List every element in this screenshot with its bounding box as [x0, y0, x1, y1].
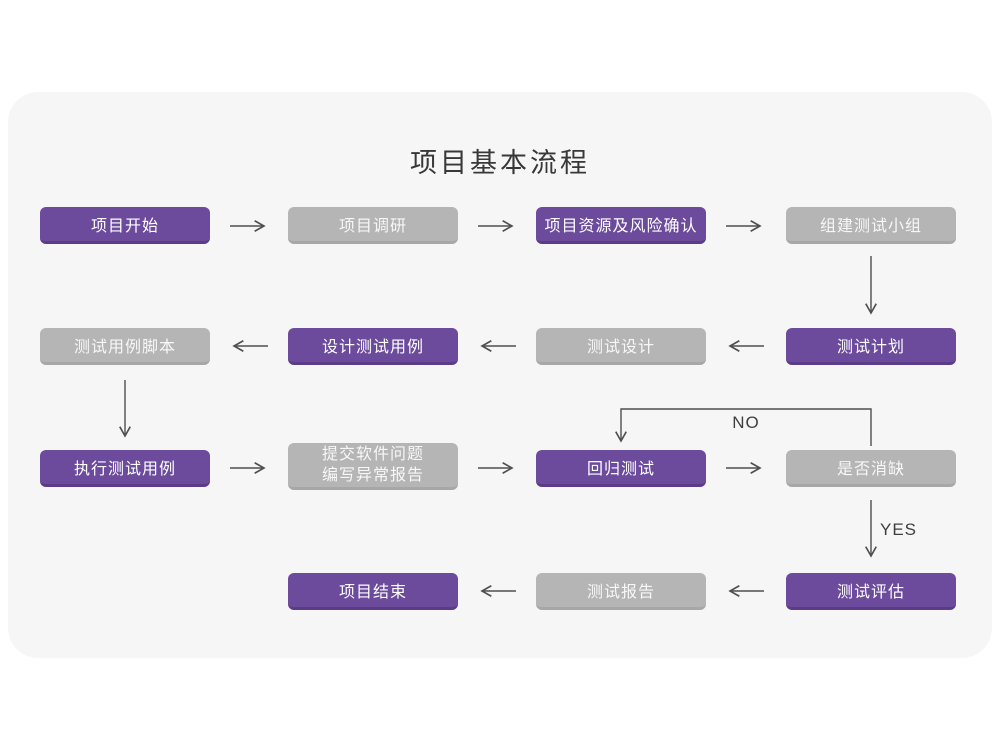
node-build-test-team: 组建测试小组	[786, 207, 956, 244]
node-project-end: 项目结束	[288, 573, 458, 610]
node-design-test-cases: 设计测试用例	[288, 328, 458, 365]
node-test-report: 测试报告	[536, 573, 706, 610]
edge-label-yes: YES	[880, 520, 918, 539]
node-execute-test-cases: 执行测试用例	[40, 450, 210, 487]
edge-label-no: NO	[732, 413, 760, 432]
node-resource-risk-confirm: 项目资源及风险确认	[536, 207, 706, 244]
flowchart-card	[8, 92, 992, 658]
node-submit-issues-write-report: 提交软件问题 编写异常报告	[288, 443, 458, 490]
page-title: 项目基本流程	[410, 148, 590, 178]
node-test-design: 测试设计	[536, 328, 706, 365]
node-test-plan: 测试计划	[786, 328, 956, 365]
node-test-evaluation: 测试评估	[786, 573, 956, 610]
node-project-research: 项目调研	[288, 207, 458, 244]
node-defect-resolved-check: 是否消缺	[786, 450, 956, 487]
node-test-case-script: 测试用例脚本	[40, 328, 210, 365]
node-project-start: 项目开始	[40, 207, 210, 244]
node-regression-test: 回归测试	[536, 450, 706, 487]
